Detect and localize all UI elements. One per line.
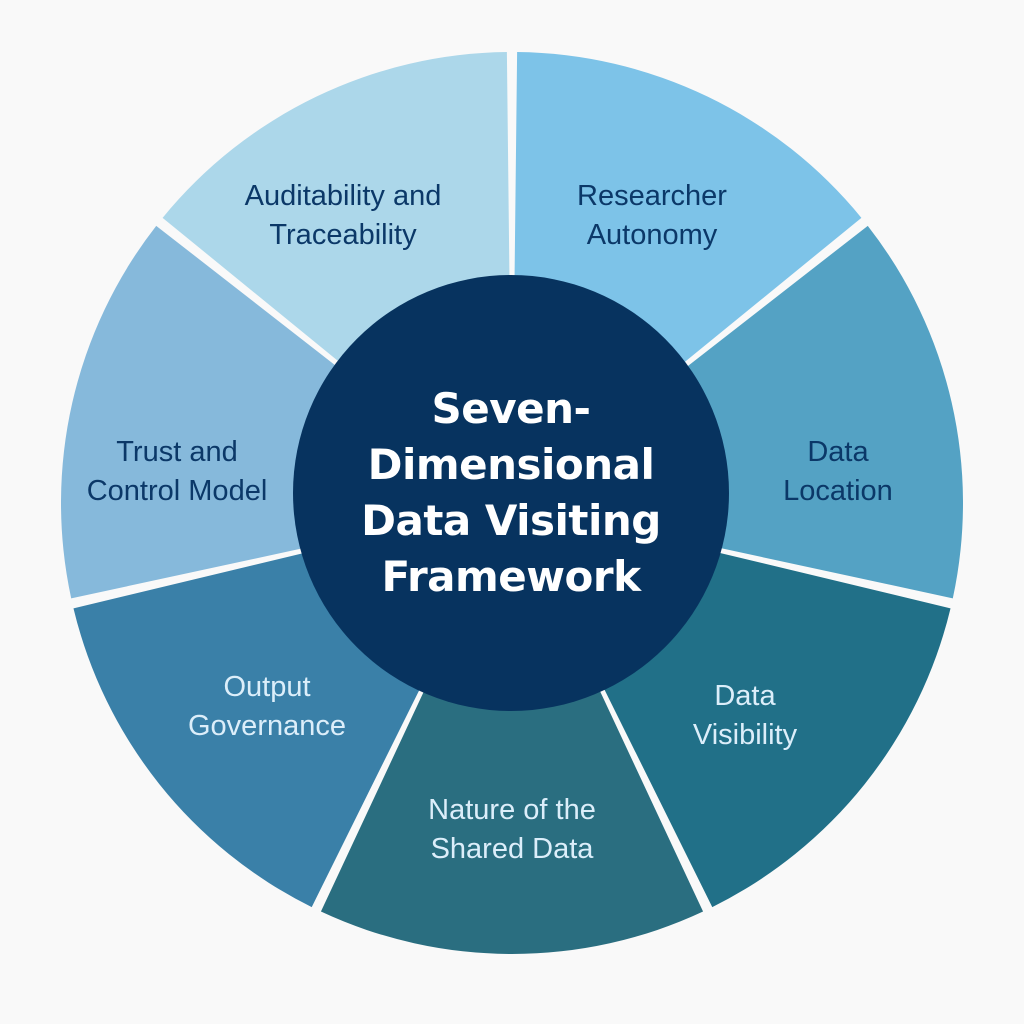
segment-nature-of-the-shared-data bbox=[320, 684, 704, 955]
segment-trust-and-control-model bbox=[61, 225, 355, 599]
segment-label-line: Trust and bbox=[116, 436, 238, 468]
segment-label-line: Researcher bbox=[577, 180, 727, 212]
segment-label-line: Location bbox=[783, 475, 893, 507]
segment-label-line: Autonomy bbox=[586, 219, 718, 251]
segments-group bbox=[61, 52, 963, 955]
segment-label-line: Output bbox=[223, 671, 311, 703]
segment-label-line: Auditability and bbox=[244, 180, 442, 212]
segment-label-line: Shared Data bbox=[430, 833, 594, 865]
segment-output-governance bbox=[73, 549, 424, 908]
center-title-line: Data Visiting bbox=[361, 496, 661, 545]
segment-label-line: Traceability bbox=[269, 219, 417, 251]
segment-data-location bbox=[669, 225, 963, 599]
segment-label-line: Nature of the bbox=[428, 794, 596, 826]
segment-label-line: Control Model bbox=[86, 475, 268, 507]
center-circle bbox=[293, 275, 729, 711]
center-title-line: Framework bbox=[381, 552, 641, 601]
center-title-line: Seven- bbox=[431, 384, 591, 433]
center-title-line: Dimensional bbox=[367, 440, 655, 489]
segment-label-line: Governance bbox=[188, 710, 346, 742]
center-title: Seven- Dimensional Data Visiting Framewo… bbox=[361, 381, 661, 605]
segment-label-line: Data bbox=[807, 436, 869, 468]
segment-label-line: Data bbox=[714, 680, 776, 712]
segment-label-line: Visibility bbox=[692, 719, 798, 751]
segment-data-visibility bbox=[600, 549, 951, 908]
